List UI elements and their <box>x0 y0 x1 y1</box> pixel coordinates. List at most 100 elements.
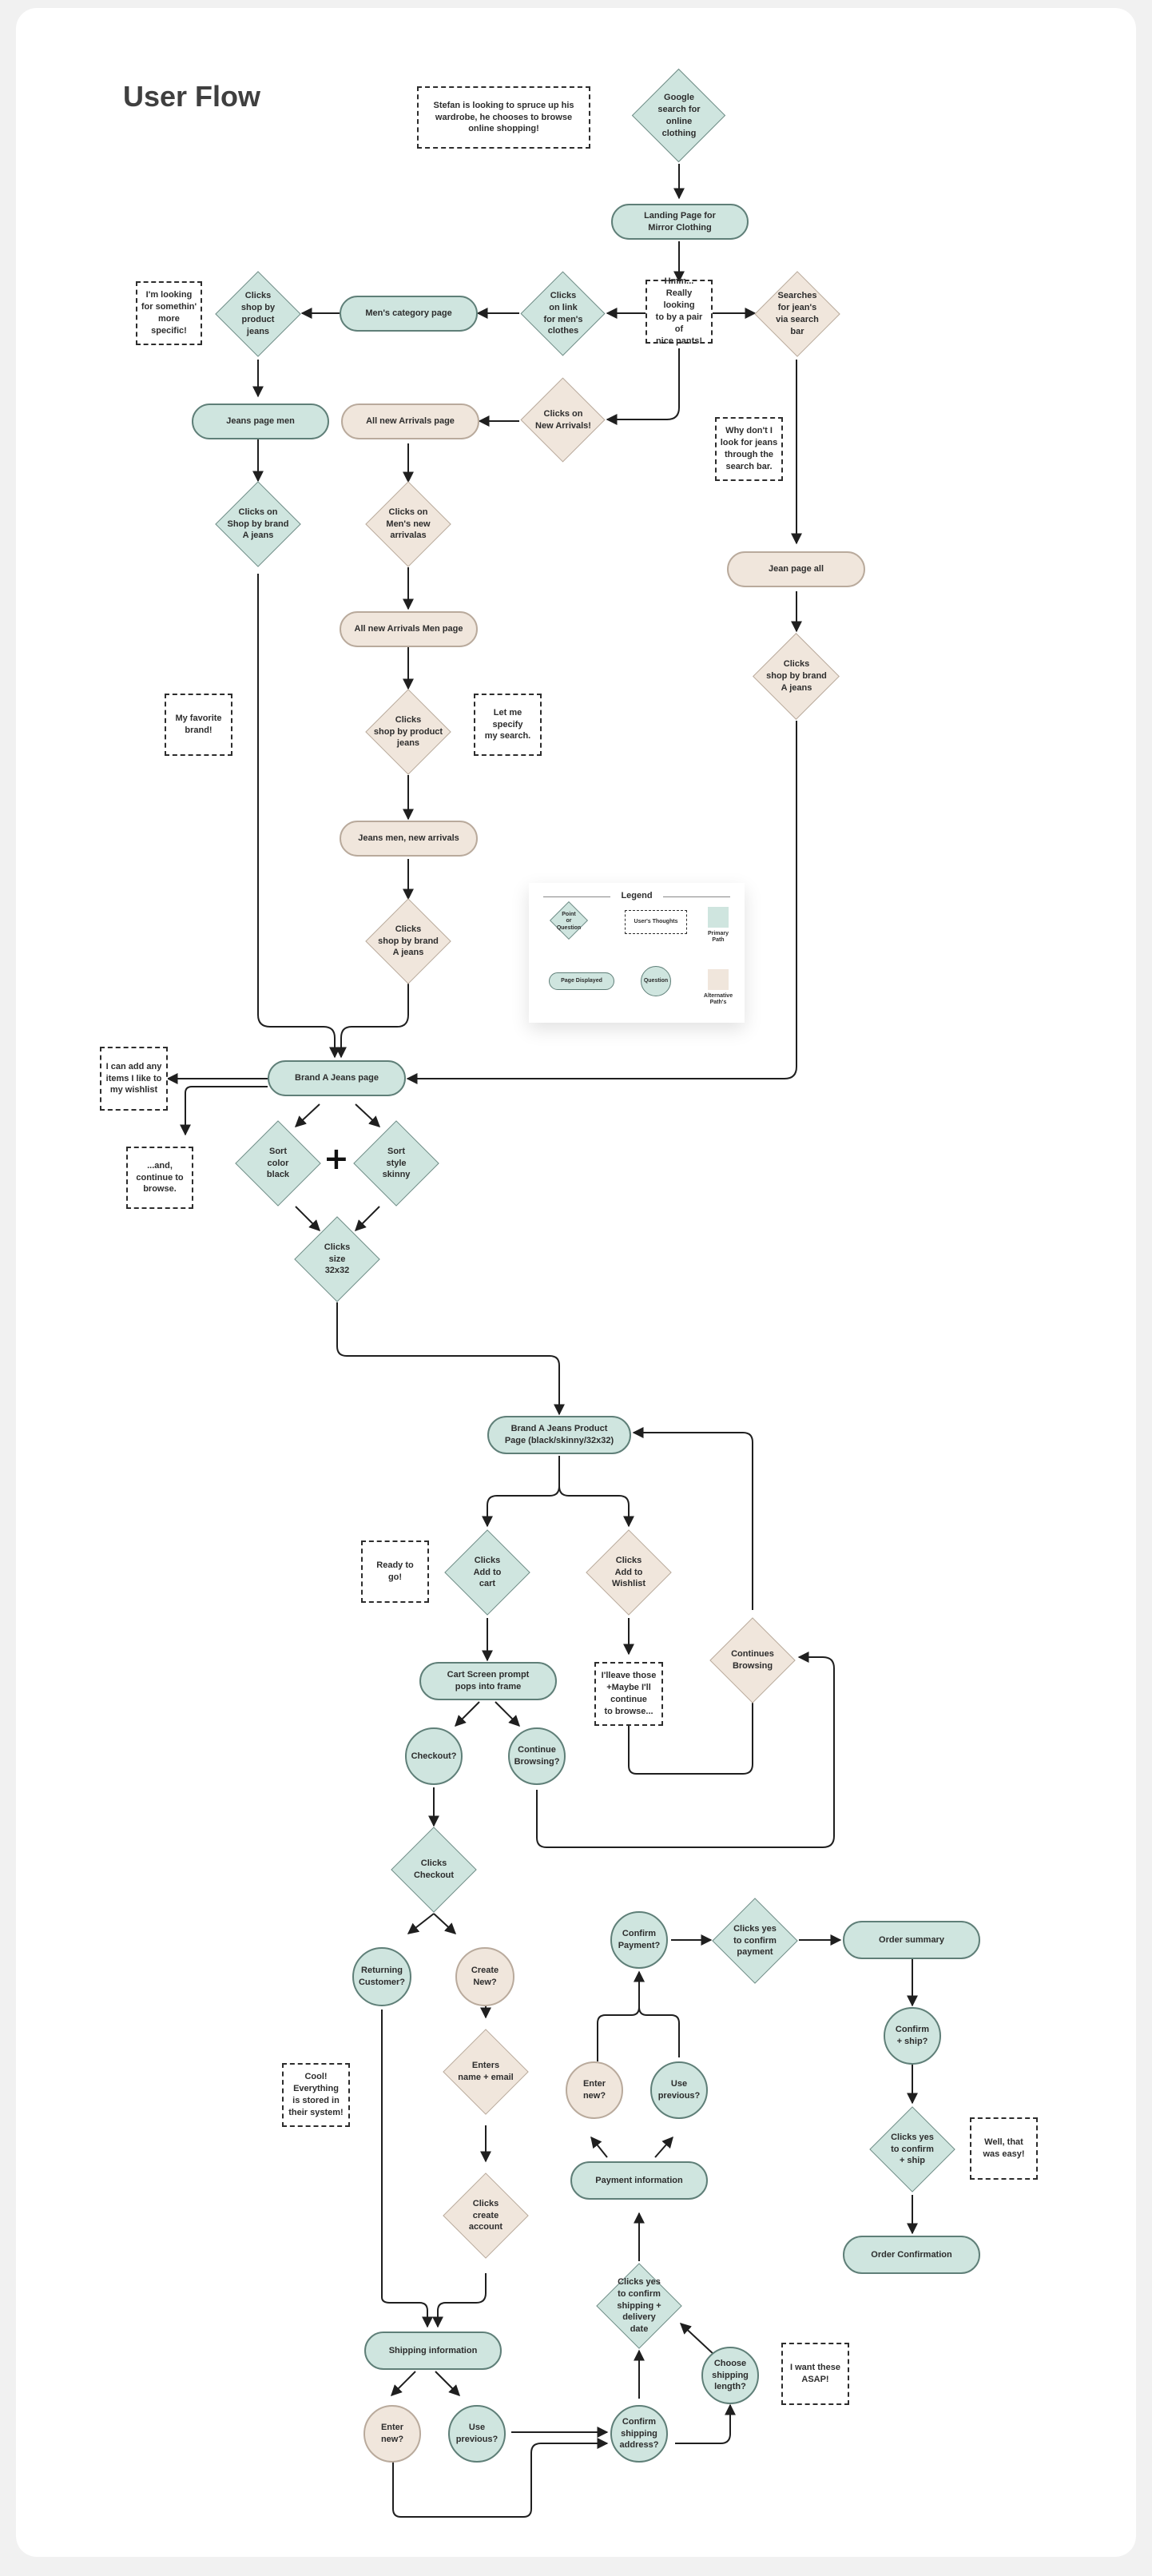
thought-hmm: Hmm... Really looking to by a pair of ni… <box>646 276 713 346</box>
node-product-page: Brand A Jeans Product Page (black/skinny… <box>487 1416 631 1454</box>
connector <box>455 1701 480 1727</box>
node-enter-new-pay: Enter new? <box>566 2061 623 2119</box>
connector <box>628 1659 758 1775</box>
thought-and-continue: ...and, continue to browse. <box>126 1147 193 1209</box>
connector <box>632 1427 753 1610</box>
node-clicks-mens-new-arrivals: Clicks on Men's new arrivalas <box>386 507 431 541</box>
legend-title: Legend <box>621 891 653 900</box>
connector <box>257 574 340 1059</box>
node-clicks-yes-shipping: Clicks yes to confirm shipping + deliver… <box>617 2276 661 2335</box>
connector <box>432 2273 487 2328</box>
thought-wishlist: I can add any items I like to my wishlis… <box>100 1047 168 1111</box>
page-title: User Flow <box>123 80 261 113</box>
node-returning-customer: Returning Customer? <box>352 1947 411 2006</box>
node-continues-browsing: Continues Browsing <box>731 1649 774 1671</box>
node-clicks-shop-product-jeans-2: Clicks shop by product jeans <box>373 714 443 749</box>
node-confirm-payment: Confirm Payment? <box>610 1911 668 1969</box>
node-choose-shipping-length: Choose shipping length? <box>701 2347 759 2404</box>
legend-question: Question <box>641 966 671 996</box>
node-confirm-ship: Confirm + ship? <box>884 2007 941 2065</box>
thought-favorite-brand: My favorite brand! <box>165 694 232 756</box>
connector <box>634 1970 680 2057</box>
node-clicks-brand-a-left: Clicks on Shop by brand A jeans <box>227 507 289 541</box>
node-clicks-size: Clicks size 32x32 <box>324 1242 351 1276</box>
thought-stefan: Stefan is looking to spruce up his wardr… <box>417 86 590 149</box>
connector <box>606 348 680 425</box>
node-jeans-page-men: Jeans page men <box>192 403 329 439</box>
node-clicks-shop-product-jeans: Clicks shop by product jeans <box>240 291 276 336</box>
legend-rule-left <box>543 896 610 897</box>
node-jean-page-all: Jean page all <box>727 551 865 587</box>
node-clicks-create-account: Clicks create account <box>468 2198 503 2232</box>
connector <box>392 2438 609 2518</box>
plus-icon: + <box>324 1141 349 1176</box>
node-continue-browsing-q: Continue Browsing? <box>508 1727 566 1785</box>
node-mens-category: Men's category page <box>340 296 478 332</box>
node-create-new: Create New? <box>455 1947 514 2006</box>
thought-asap: I want these ASAP! <box>781 2343 849 2405</box>
connector <box>295 1206 320 1231</box>
thought-why-dont: Why don't I look for jeans through the s… <box>715 417 783 481</box>
node-shipping-info: Shipping information <box>364 2332 502 2370</box>
node-clicks-yes-confirm-ship: Clicks yes to confirm + ship <box>891 2132 934 2166</box>
thought-let-me-specify: Let me specify my search. <box>474 694 542 756</box>
node-landing-page: Landing Page for Mirror Clothing <box>611 204 749 240</box>
legend-point-or-question: Point or Question <box>556 912 582 931</box>
thought-looking-for: I'm looking for somethin' more specific! <box>136 281 202 345</box>
node-enters-name-email: Enters name + email <box>458 2061 514 2082</box>
thought-leave-those: I'lleave those +Maybe I'll continue to b… <box>594 1662 663 1726</box>
connector <box>355 1103 381 1127</box>
node-checkout-q: Checkout? <box>405 1727 463 1785</box>
thought-cool: Cool! Everything is stored in their syst… <box>282 2063 350 2127</box>
node-sort-style: Sort style skinny <box>382 1146 411 1180</box>
legend-primary-path: Primary Path <box>707 931 729 944</box>
node-order-confirmation: Order Confirmation <box>843 2236 980 2274</box>
connector <box>536 1652 835 1848</box>
node-all-new-arrivals-men: All new Arrivals Men page <box>340 611 478 647</box>
node-enter-new-ship: Enter new? <box>363 2405 421 2463</box>
connector <box>433 1913 457 1934</box>
node-all-new-arrivals: All new Arrivals page <box>341 403 479 439</box>
node-clicks-shop-brand-a-mid: Clicks shop by brand A jeans <box>378 924 439 958</box>
connector <box>679 2323 716 2356</box>
node-confirm-shipping-address: Confirm shipping address? <box>610 2405 668 2463</box>
node-clicks-new-arrivals: Clicks on New Arrivals! <box>535 408 591 431</box>
connector <box>355 1206 380 1231</box>
legend-page-displayed: Page Displayed <box>549 972 614 990</box>
connector <box>675 2403 736 2444</box>
node-use-previous-pay: Use previous? <box>650 2061 708 2119</box>
node-google-search: Google search for online clothing <box>657 93 701 138</box>
connector <box>407 1913 435 1934</box>
connector <box>597 1970 645 2061</box>
node-clicks-yes-payment: Clicks yes to confirm payment <box>733 1923 777 1958</box>
node-clicks-shop-brand-a-right: Clicks shop by brand A jeans <box>766 659 827 693</box>
connector <box>336 1302 565 1416</box>
connector <box>406 721 797 1084</box>
legend: Legend Point or Question User's Thoughts… <box>529 883 745 1023</box>
connector <box>180 1086 268 1136</box>
connector <box>482 1456 560 1528</box>
thought-ready: Ready to go! <box>361 1540 429 1603</box>
thought-easy: Well, that was easy! <box>970 2117 1038 2180</box>
connector <box>435 2371 460 2396</box>
connector <box>590 2136 608 2158</box>
connector <box>558 1456 634 1528</box>
node-clicks-add-cart: Clicks Add to cart <box>473 1555 502 1589</box>
node-searches-jeans: Searches for jean's via search bar <box>776 291 819 336</box>
connector <box>654 2136 673 2158</box>
node-order-summary: Order summary <box>843 1921 980 1959</box>
connector <box>381 2010 433 2328</box>
node-clicks-mens-link: Clicks on link for men's clothes <box>543 290 583 336</box>
legend-primary-swatch <box>708 907 729 928</box>
node-sort-color: Sort color black <box>266 1146 290 1180</box>
connector <box>294 1103 320 1127</box>
legend-alternative-paths: Alternative Path's <box>703 993 733 1006</box>
node-use-previous-ship: Use previous? <box>448 2405 506 2463</box>
connector <box>495 1701 520 1727</box>
legend-users-thoughts: User's Thoughts <box>625 910 687 934</box>
node-cart-prompt: Cart Screen prompt pops into frame <box>419 1662 557 1700</box>
node-brand-a-jeans-page: Brand A Jeans page <box>268 1060 406 1096</box>
node-clicks-checkout: Clicks Checkout <box>413 1858 455 1880</box>
connector <box>336 983 409 1059</box>
